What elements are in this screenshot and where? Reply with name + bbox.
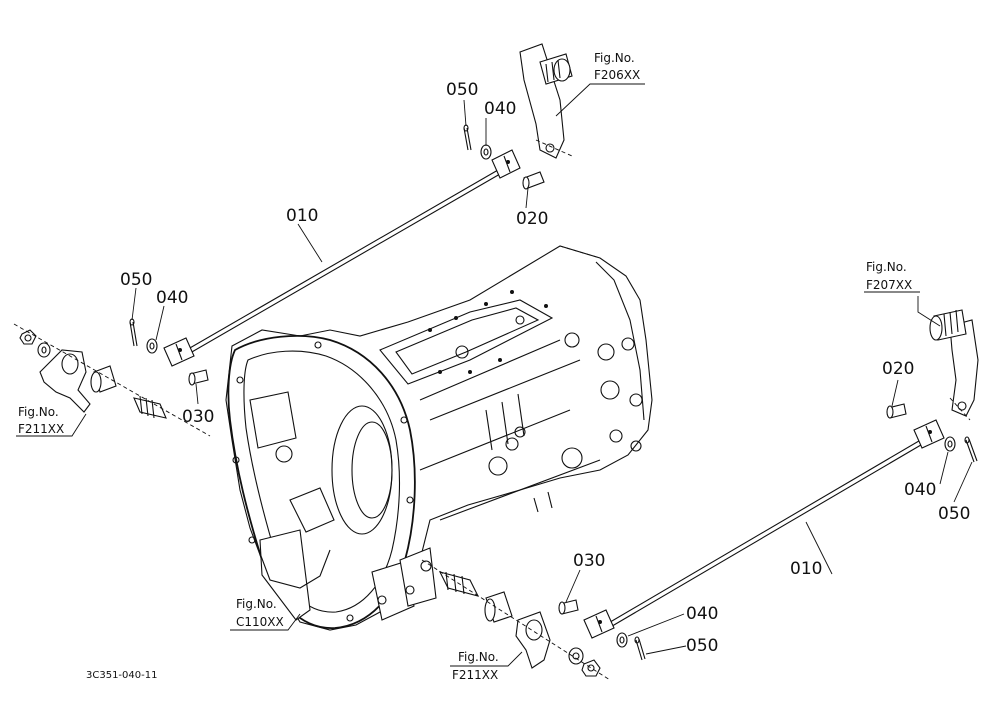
shift-rod-upper — [175, 169, 501, 361]
callout-030-bottom: 030 — [573, 551, 605, 571]
callout-050-top: 050 — [446, 80, 478, 100]
figure-reference-f211-bottom: Fig.No. F211XX — [452, 650, 499, 682]
figref-f207-label: Fig.No. — [866, 260, 907, 274]
callout-030-left: 030 — [182, 407, 214, 427]
clevis-upper-left — [163, 337, 195, 367]
figref-f211-left-code: F211XX — [18, 422, 64, 436]
shift-lever-upper — [519, 43, 573, 159]
figref-f207-code: F207XX — [866, 278, 912, 292]
figref-c110-label: Fig.No. — [236, 597, 277, 611]
figure-reference-f206: Fig.No. F206XX — [594, 51, 640, 82]
shaft-assembly-left — [13, 323, 211, 437]
callout-050-left: 050 — [120, 270, 152, 290]
figref-c110-code: C110XX — [236, 615, 284, 629]
clevis-pin-right — [886, 403, 907, 419]
washer-right — [944, 436, 956, 452]
figref-f211-bottom-label: Fig.No. — [458, 650, 499, 664]
figref-f211-left-label: Fig.No. — [18, 405, 59, 419]
callout-050-bottom: 050 — [686, 636, 718, 656]
transmission-case — [225, 245, 653, 631]
cotter-pin-right — [964, 436, 978, 463]
callout-020-right: 020 — [882, 359, 914, 379]
clevis-pin-top — [522, 171, 545, 190]
figure-reference-c110: Fig.No. C110XX — [236, 597, 284, 629]
figref-f206-code: F206XX — [594, 68, 640, 82]
callout-040-top: 040 — [484, 99, 516, 119]
figref-f206-label: Fig.No. — [594, 51, 635, 65]
clevis-lower-right — [913, 419, 945, 449]
callout-050-right: 050 — [938, 504, 970, 524]
callout-010-lower: 010 — [790, 559, 822, 579]
callout-040-left: 040 — [156, 288, 188, 308]
shift-rod-lower — [599, 437, 927, 633]
washer-left — [146, 338, 158, 354]
figure-reference-f211-left: Fig.No. F211XX — [18, 405, 64, 436]
washer-top — [480, 144, 492, 160]
washer-bottom — [616, 632, 628, 648]
cotter-pin-top — [463, 124, 472, 151]
clevis-upper-right — [491, 149, 521, 179]
drawing-code: 3C351-040-11 — [86, 670, 157, 681]
callout-010-upper: 010 — [286, 206, 318, 226]
leader-lines — [16, 83, 973, 667]
part-callouts: 010 010 020 020 030 030 040 040 040 040 … — [120, 80, 970, 656]
cotter-pin-left — [129, 318, 138, 347]
figref-f211-bottom-code: F211XX — [452, 668, 498, 682]
shaft-assembly-bottom — [421, 559, 611, 681]
figure-reference-f207: Fig.No. F207XX — [864, 260, 920, 293]
clevis-lower-left — [583, 609, 615, 639]
callout-040-right: 040 — [904, 480, 936, 500]
clevis-pin-bottom — [558, 599, 579, 615]
callout-020-top: 020 — [516, 209, 548, 229]
cotter-pin-bottom — [634, 636, 646, 661]
shift-lever-right — [929, 309, 979, 421]
callout-040-bottom: 040 — [686, 604, 718, 624]
clevis-pin-left — [188, 369, 209, 386]
